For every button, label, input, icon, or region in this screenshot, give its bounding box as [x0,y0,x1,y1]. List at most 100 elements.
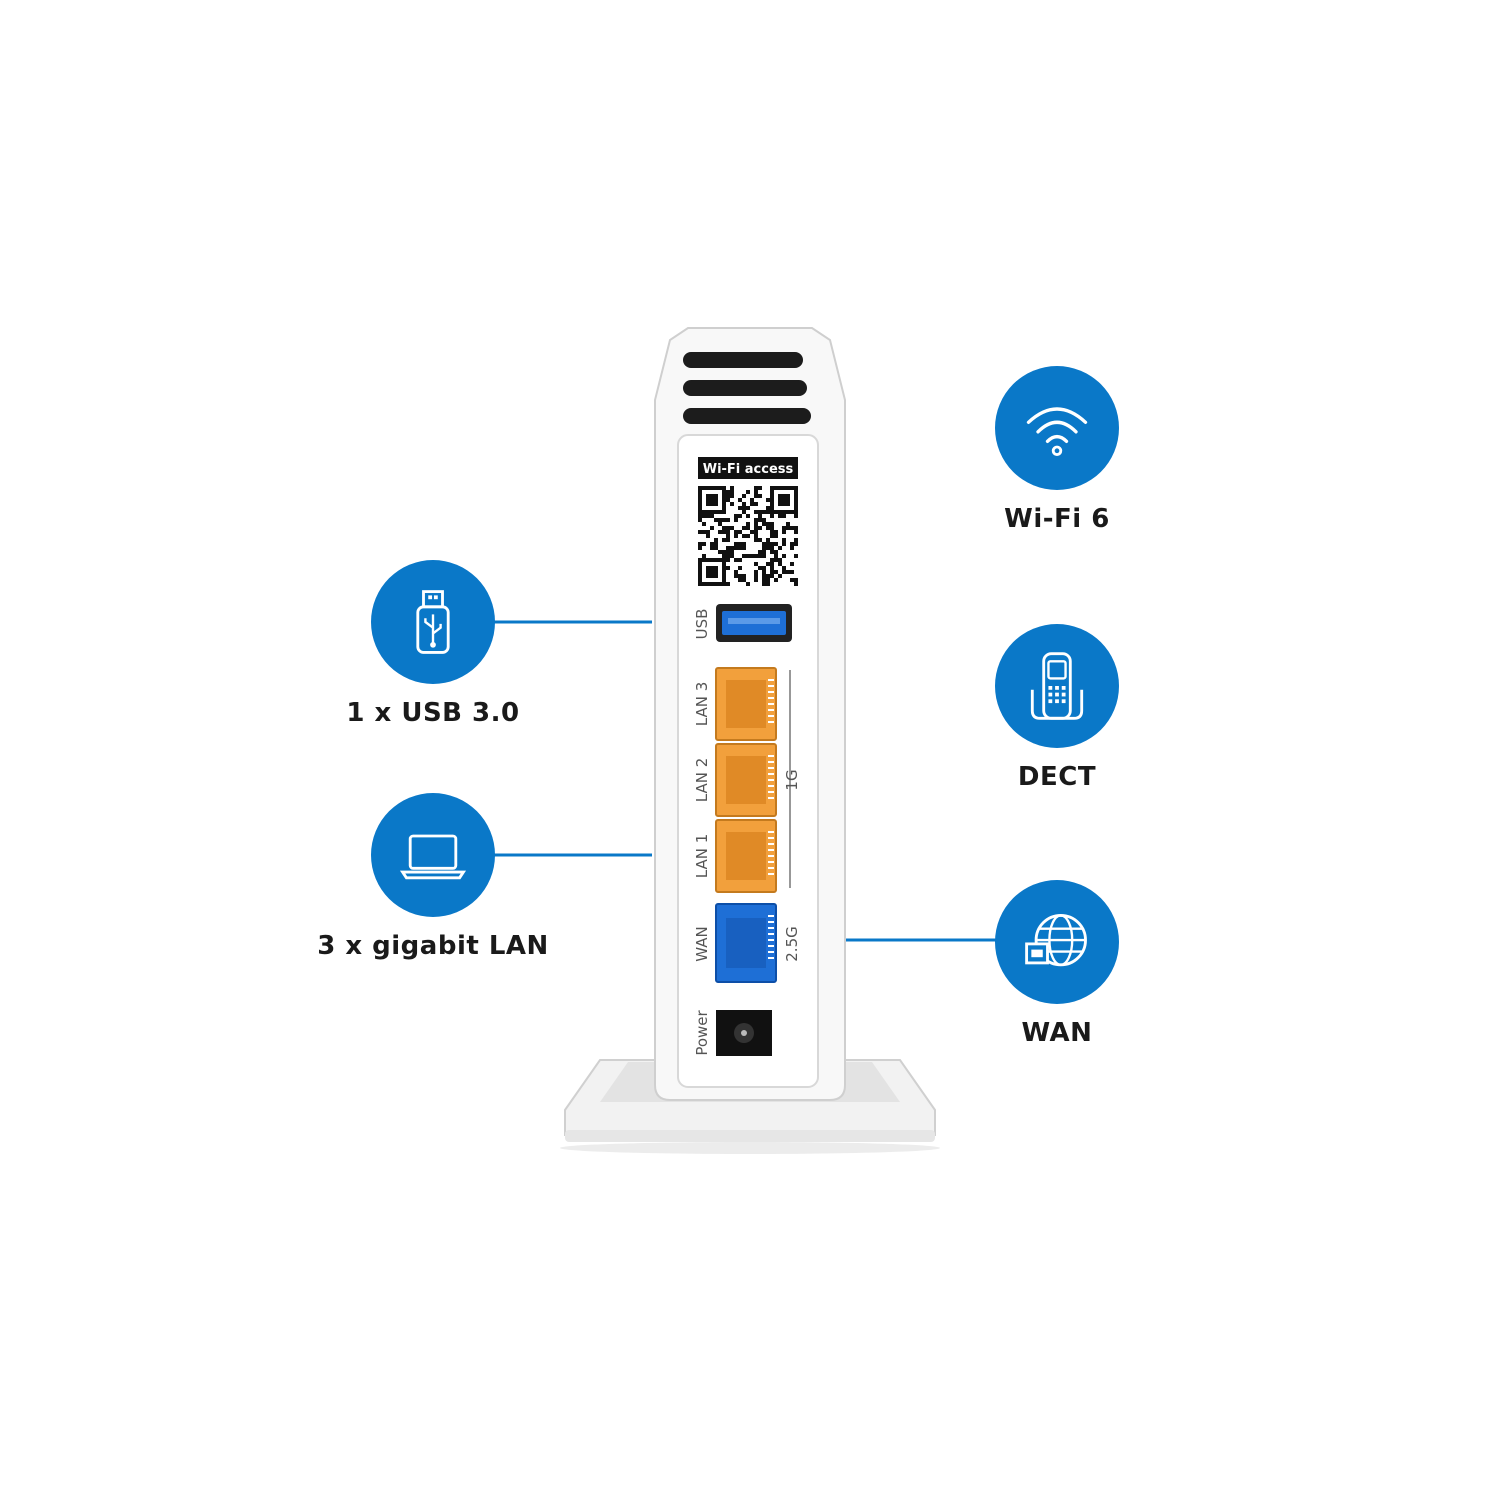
qr-module [778,514,782,518]
qr-module [710,542,714,546]
qr-module [738,578,742,582]
qr-module [770,574,774,578]
usb-stick-icon [416,590,450,654]
qr-module [754,578,758,582]
qr-module [782,570,786,574]
qr-module [734,570,738,574]
qr-module [774,578,778,582]
qr-module [738,558,742,562]
qr-module [746,534,750,538]
qr-module [782,554,786,558]
qr-module [794,514,798,518]
usb-feature-circle [371,560,495,684]
qr-module [742,578,746,582]
qr-module [710,546,714,550]
qr-module [758,554,762,558]
qr-module [750,498,754,502]
qr-module [726,538,730,542]
qr-module [758,550,762,554]
qr-module [794,542,798,546]
qr-finder [698,558,726,586]
qr-module [774,550,778,554]
qr-module [742,526,746,530]
qr-module [766,510,770,514]
qr-module [766,574,770,578]
qr-module [742,494,746,498]
qr-module [758,486,762,490]
vent-slot [683,352,803,368]
qr-module [722,538,726,542]
qr-module [698,530,702,534]
qr-module [786,570,790,574]
qr-module [738,542,742,546]
qr-module [782,538,786,542]
qr-module [770,514,774,518]
qr-module [738,566,742,570]
qr-module [762,542,766,546]
qr-module [742,546,746,550]
qr-module [730,490,734,494]
qr-module [774,530,778,534]
qr-module [726,498,730,502]
qr-module [790,526,794,530]
qr-module [754,486,758,490]
qr-module [726,546,730,550]
qr-module [742,506,746,510]
qr-module [758,566,762,570]
qr-module [714,542,718,546]
power-label: Power [693,1009,711,1055]
qr-module [722,526,726,530]
qr-module [754,502,758,506]
qr-module [762,546,766,550]
qr-module [742,510,746,514]
qr-module [746,582,750,586]
qr-module [730,550,734,554]
qr-module [774,570,778,574]
wifi-feature-label: Wi-Fi 6 [1004,504,1110,534]
qr-module [770,542,774,546]
qr-module [754,522,758,526]
qr-module [698,518,702,522]
qr-module [766,522,770,526]
lan-speed-label: 1G [783,769,801,790]
qr-module [754,570,758,574]
qr-module [782,526,786,530]
qr-module [742,574,746,578]
qr-module [778,574,782,578]
qr-module [746,522,750,526]
qr-module [762,582,766,586]
qr-module [782,566,786,570]
qr-module [770,530,774,534]
qr-module [758,518,762,522]
vent-slot [683,408,811,424]
qr-module [790,570,794,574]
qr-module [726,534,730,538]
qr-module [702,530,706,534]
qr-module [730,502,734,506]
qr-module [782,542,786,546]
qr-module [738,546,742,550]
qr-module [706,534,710,538]
qr-module [734,546,738,550]
qr-module [726,582,730,586]
qr-module [706,530,710,534]
qr-module [774,542,778,546]
qr-module [766,582,770,586]
qr-module [738,498,742,502]
qr-module [726,558,730,562]
qr-module [762,522,766,526]
qr-module [762,566,766,570]
qr-module [714,546,718,550]
feature-wan: WAN [927,880,1187,1048]
qr-module [766,526,770,530]
qr-module [770,546,774,550]
qr-module [762,570,766,574]
qr-module [766,542,770,546]
qr-module [774,558,778,562]
wifi-icon [1026,407,1088,457]
qr-module [754,526,758,530]
qr-module [794,530,798,534]
qr-module [770,522,774,526]
qr-code [698,486,798,586]
